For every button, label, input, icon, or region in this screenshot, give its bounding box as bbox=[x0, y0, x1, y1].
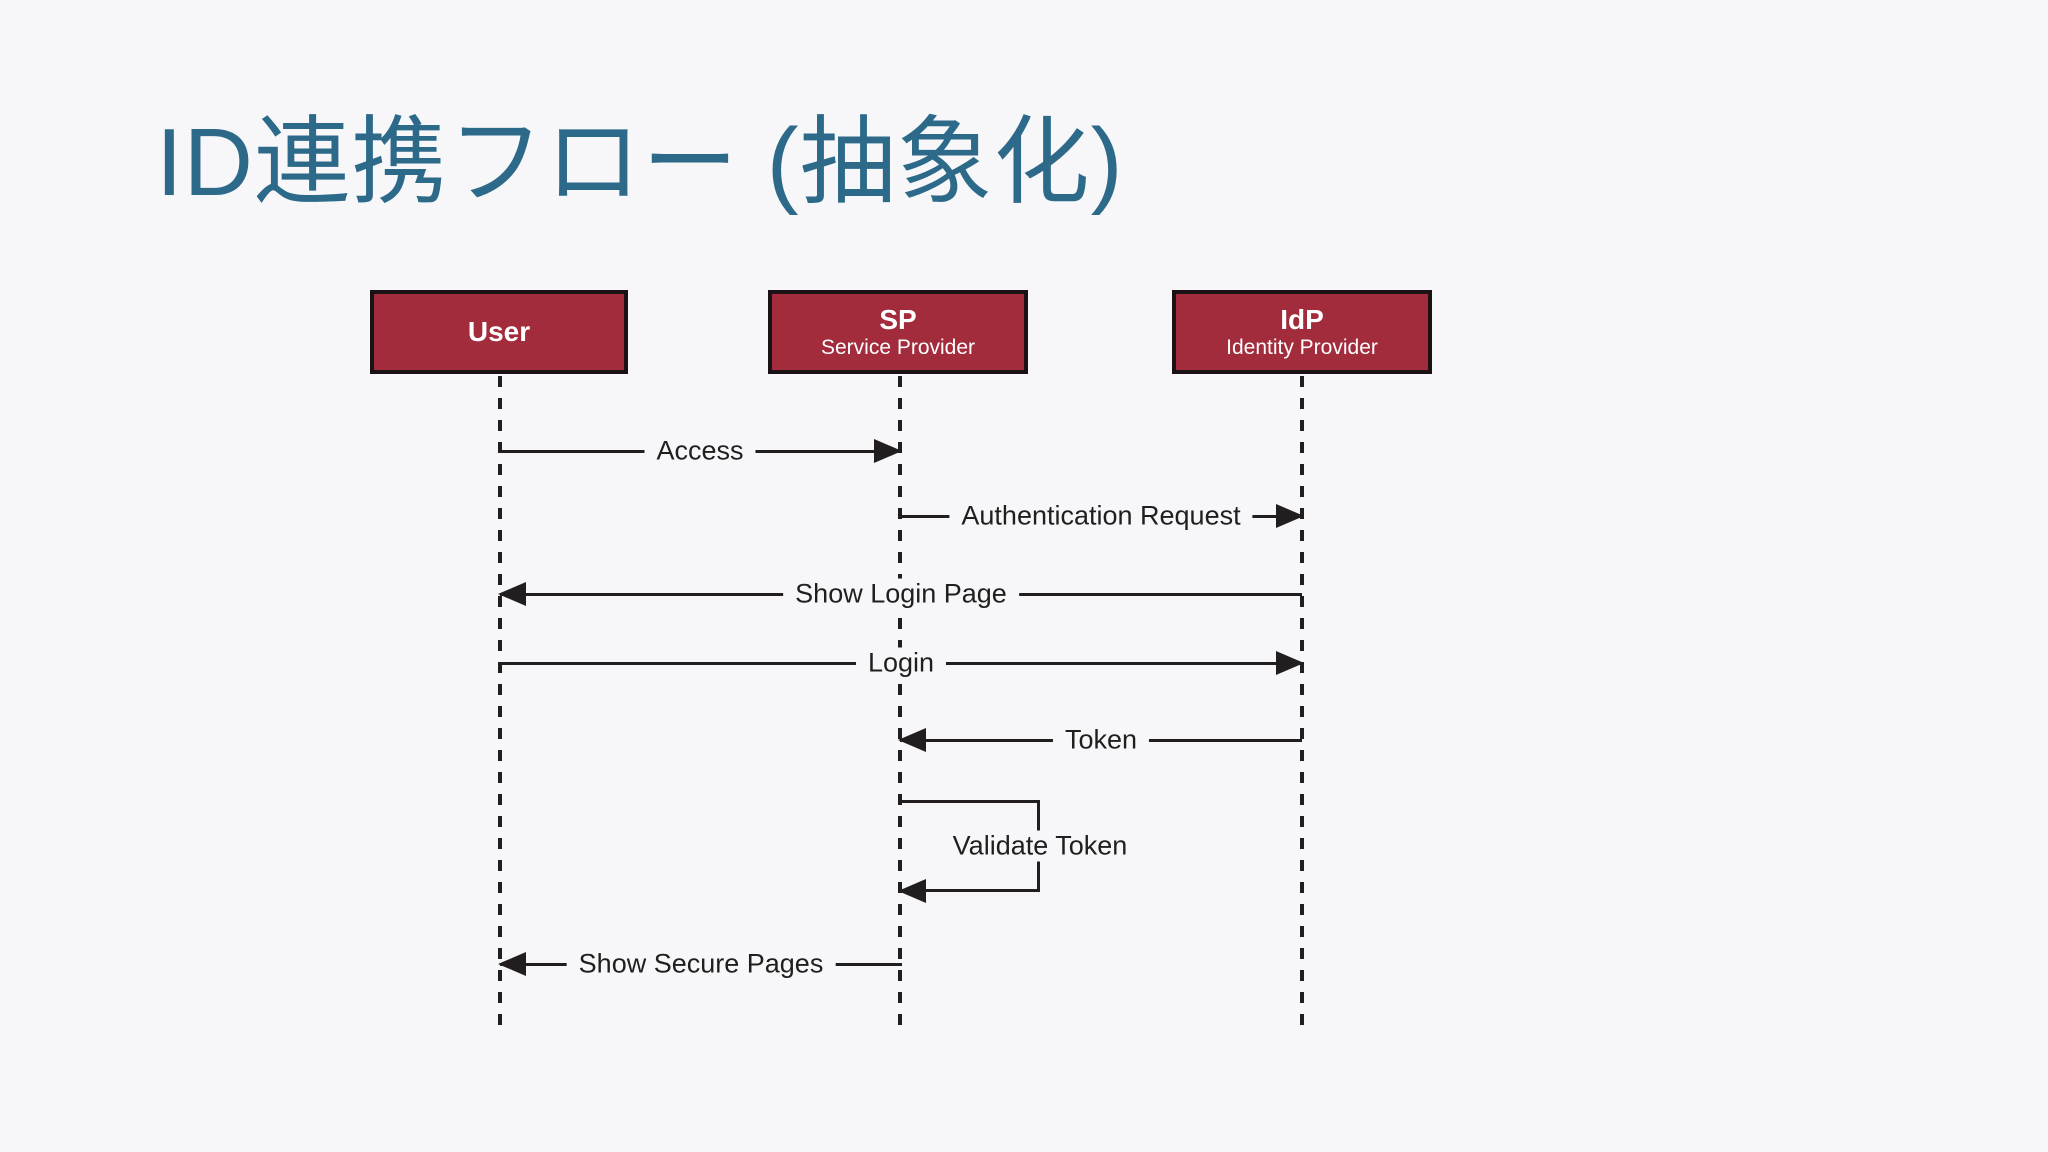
message-label: Login bbox=[855, 647, 947, 679]
lifeline-sp bbox=[898, 376, 902, 1030]
actor-subtitle: Identity Provider bbox=[1226, 336, 1378, 360]
lifeline-idp bbox=[1300, 376, 1304, 1030]
lifeline-user bbox=[498, 376, 502, 1030]
arrowhead-right-icon bbox=[1276, 504, 1304, 528]
message-show-secure-pages: Show Secure Pages bbox=[498, 948, 902, 981]
actor-name: User bbox=[467, 315, 531, 347]
message-authentication-request: Authentication Request bbox=[900, 500, 1304, 533]
self-message-validate-token: Validate Token bbox=[898, 800, 1140, 903]
arrowhead-left-icon bbox=[498, 952, 526, 976]
actor-box-user: User bbox=[370, 290, 628, 374]
actor-name: IdP bbox=[1280, 303, 1324, 335]
message-label: Show Login Page bbox=[783, 578, 1019, 610]
message-label: Show Secure Pages bbox=[566, 948, 836, 980]
actor-subtitle: Service Provider bbox=[820, 336, 976, 360]
message-label: Access bbox=[644, 435, 756, 467]
page-title: ID連携フロー (抽象化) bbox=[156, 109, 1124, 216]
arrowhead-left-icon bbox=[498, 582, 526, 606]
actor-box-idp: IdP Identity Provider bbox=[1172, 290, 1432, 374]
message-login: Login bbox=[500, 647, 1304, 680]
arrowhead-right-icon bbox=[874, 439, 902, 463]
arrowhead-left-icon bbox=[898, 728, 926, 752]
arrowhead-right-icon bbox=[1276, 651, 1304, 675]
arrowhead-left-icon bbox=[898, 879, 926, 903]
message-access: Access bbox=[500, 435, 902, 468]
message-show-login-page: Show Login Page bbox=[498, 578, 1302, 611]
message-token: Token bbox=[898, 724, 1302, 757]
message-label: Token bbox=[1052, 724, 1150, 756]
actor-box-sp: SP Service Provider bbox=[768, 290, 1028, 374]
actor-name: SP bbox=[879, 303, 917, 335]
message-label: Validate Token bbox=[940, 830, 1140, 862]
message-label: Authentication Request bbox=[949, 500, 1253, 532]
